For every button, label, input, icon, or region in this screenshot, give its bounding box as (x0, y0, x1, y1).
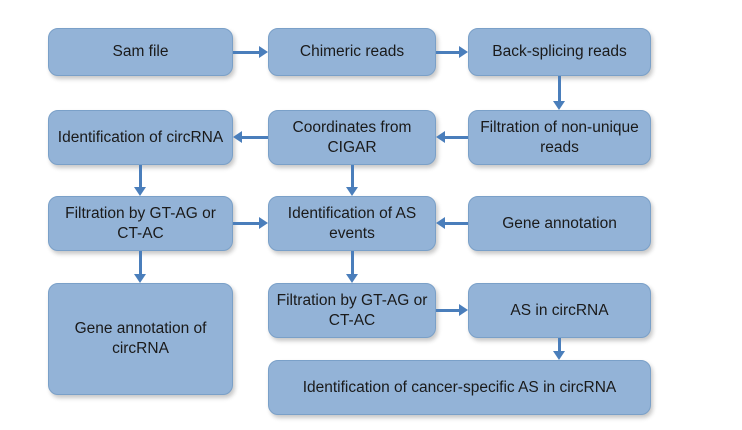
arrow-line (436, 50, 459, 54)
arrow-head-left-icon (233, 131, 242, 143)
node-filtration-by-gt-ag-or-ct-ac-1[interactable]: Filtration by GT-AG or CT-AC (48, 196, 233, 251)
node-filtration-by-gt-ag-or-ct-ac-2-label: Filtration by GT-AG or CT-AC (276, 291, 428, 329)
node-identification-of-circrna[interactable]: Identification of circRNA (48, 110, 233, 165)
arrow-line (436, 308, 459, 312)
arrow-head-down-icon (346, 187, 358, 196)
arrow-filtration-non-unique-to-coordinates (436, 131, 468, 143)
node-as-in-circrna[interactable]: AS in circRNA (468, 283, 651, 338)
arrow-head-left-icon (436, 131, 445, 143)
node-filtration-of-non-unique-reads-label: Filtration of non-unique reads (480, 118, 639, 156)
arrow-sam-file-to-chimeric-reads (233, 46, 268, 58)
node-as-in-circrna-label: AS in circRNA (510, 301, 609, 319)
node-gene-annotation[interactable]: Gene annotation (468, 196, 651, 251)
node-identification-of-as-events[interactable]: Identification of AS events (268, 196, 436, 251)
node-gene-annotation-of-circrna[interactable]: Gene annotation of circRNA (48, 283, 233, 395)
arrow-head-down-icon (346, 274, 358, 283)
node-sam-file-label: Sam file (112, 43, 169, 61)
arrow-line (242, 135, 268, 139)
arrow-line (557, 76, 561, 101)
arrow-line (445, 221, 468, 225)
node-coordinates-from-cigar-label: Coordinates from CIGAR (292, 118, 412, 156)
arrow-head-right-icon (259, 217, 268, 229)
arrow-identification-circrna-to-filtration-gt-ag-1 (134, 165, 146, 196)
arrow-head-down-icon (553, 351, 565, 360)
arrow-line (350, 251, 354, 274)
arrow-identification-as-events-to-filtration-gt-ag-2 (346, 251, 358, 283)
node-chimeric-reads-label: Chimeric reads (299, 43, 405, 61)
node-identification-of-as-events-label: Identification of AS events (287, 204, 417, 242)
arrow-line (233, 221, 259, 225)
arrow-head-right-icon (459, 304, 468, 316)
arrow-chimeric-reads-to-back-splicing-reads (436, 46, 468, 58)
node-identification-of-circrna-label: Identification of circRNA (57, 128, 224, 146)
arrow-as-in-circrna-to-identification-cancer-specific (553, 338, 565, 360)
arrow-line (557, 338, 561, 351)
arrow-line (233, 50, 259, 54)
arrow-back-splicing-reads-to-filtration-non-unique (553, 76, 565, 110)
arrow-head-right-icon (459, 46, 468, 58)
arrow-line (445, 135, 468, 139)
arrow-gene-annotation-to-identification-as-events (436, 217, 468, 229)
node-gene-annotation-of-circrna-label: Gene annotation of circRNA (74, 320, 207, 357)
arrow-filtration-gt-ag-2-to-as-in-circrna (436, 304, 468, 316)
arrow-head-right-icon (259, 46, 268, 58)
arrow-head-left-icon (436, 217, 445, 229)
node-filtration-by-gt-ag-or-ct-ac-1-label: Filtration by GT-AG or CT-AC (65, 204, 216, 242)
node-identification-of-cancer-specific-as[interactable]: Identification of cancer-specific AS in … (268, 360, 651, 415)
arrow-head-down-icon (134, 187, 146, 196)
arrow-line (138, 251, 142, 274)
arrow-head-down-icon (553, 101, 565, 110)
node-coordinates-from-cigar[interactable]: Coordinates from CIGAR (268, 110, 436, 165)
node-chimeric-reads[interactable]: Chimeric reads (268, 28, 436, 76)
arrow-coordinates-to-identification-as-events (346, 165, 358, 196)
node-back-splicing-reads[interactable]: Back-splicing reads (468, 28, 651, 76)
node-filtration-by-gt-ag-or-ct-ac-2[interactable]: Filtration by GT-AG or CT-AC (268, 283, 436, 338)
node-gene-annotation-label: Gene annotation (502, 214, 617, 232)
node-sam-file[interactable]: Sam file (48, 28, 233, 76)
node-identification-of-cancer-specific-as-label: Identification of cancer-specific AS in … (302, 378, 617, 396)
arrow-coordinates-to-identification-circrna (233, 131, 268, 143)
arrow-line (350, 165, 354, 187)
arrow-filtration-gt-ag-1-to-gene-annotation-circrna (134, 251, 146, 283)
arrow-filtration-gt-ag-1-to-identification-as-events (233, 217, 268, 229)
arrow-head-down-icon (134, 274, 146, 283)
node-filtration-of-non-unique-reads[interactable]: Filtration of non-unique reads (468, 110, 651, 165)
node-back-splicing-reads-label: Back-splicing reads (492, 43, 627, 61)
arrow-line (138, 165, 142, 187)
